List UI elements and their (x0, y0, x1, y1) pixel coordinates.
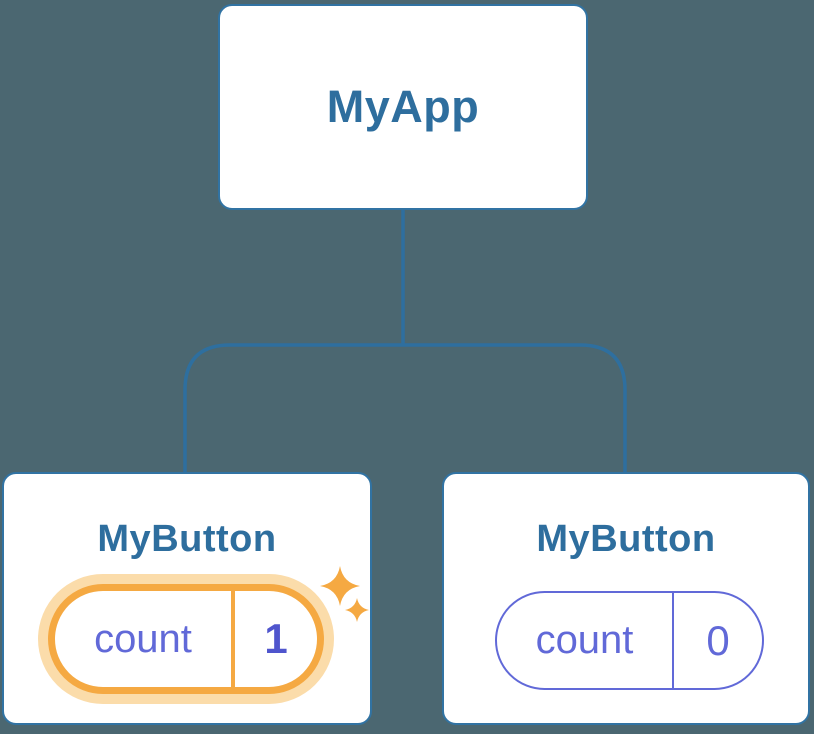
sparkle-star-large (320, 566, 360, 606)
state-value: 0 (672, 593, 762, 688)
state-value: 1 (231, 591, 317, 687)
tree-node-mybutton-1: MyButton count 1 (2, 472, 372, 725)
node-label: MyButton (536, 518, 716, 560)
tree-node-mybutton-2: MyButton count 0 (442, 472, 810, 725)
node-label: MyButton (97, 518, 277, 560)
state-name: count (94, 616, 192, 661)
connector-branch (183, 343, 627, 472)
state-pill-highlighted: count 1 (48, 584, 324, 694)
node-label: MyApp (326, 81, 480, 132)
sparkle-star-small (345, 598, 369, 622)
state-pill: count 0 (495, 591, 764, 690)
sparkle-icon (320, 566, 369, 622)
state-name: count (535, 618, 634, 662)
tree-node-myapp: MyApp (218, 4, 588, 210)
